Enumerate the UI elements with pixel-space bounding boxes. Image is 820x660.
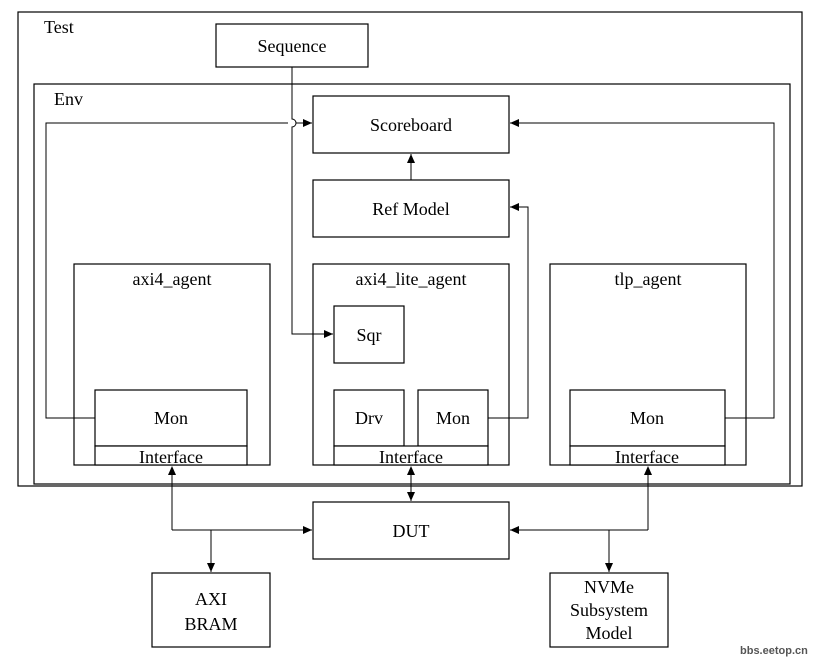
axi4-mon-to-scoreboard-wire <box>45 123 312 419</box>
env-label: Env <box>54 89 83 109</box>
sequence-block <box>215 23 369 68</box>
axi4-interface-block <box>94 445 248 466</box>
test-label: Test <box>44 17 74 37</box>
axi-bram-label-line1: AXI <box>195 589 227 609</box>
axi4-lite-interface-label: Interface <box>379 447 443 467</box>
dut-label: DUT <box>393 521 430 541</box>
axi4-lite-agent-title: axi4_lite_agent <box>356 269 467 289</box>
ref-model-block <box>312 179 510 238</box>
sequence-label: Sequence <box>258 36 327 56</box>
axi4-mon-label: Mon <box>154 408 188 428</box>
ref-model-label: Ref Model <box>372 199 449 219</box>
tlp-agent-title: tlp_agent <box>615 269 682 289</box>
sqr-label: Sqr <box>356 325 381 345</box>
nvme-block <box>549 572 669 648</box>
lite-mon-to-ref-model-wire <box>488 203 529 419</box>
axi4-lite-interface-block <box>333 445 489 466</box>
tlp-interface-label: Interface <box>615 447 679 467</box>
tlp-mon-label: Mon <box>630 408 664 428</box>
tlp-interface-block <box>569 445 726 466</box>
axi-bram-label-line2: BRAM <box>184 614 237 634</box>
axi4-interface-label: Interface <box>139 447 203 467</box>
axi-bram-block <box>151 572 271 648</box>
nvme-label-line3: Model <box>586 623 633 643</box>
axi4-agent-title: axi4_agent <box>133 269 212 289</box>
nvme-label-line1: NVMe <box>584 577 634 597</box>
drv-block <box>333 389 405 447</box>
watermark-text: bbs.eetop.cn <box>740 645 808 657</box>
nvme-label-line2: Subsystem <box>570 600 648 620</box>
scoreboard-label: Scoreboard <box>370 115 452 135</box>
dut-block <box>312 501 510 560</box>
sequence-to-sqr-wire <box>291 67 333 338</box>
drv-label: Drv <box>355 408 383 428</box>
axi4-lite-mon-label: Mon <box>436 408 470 428</box>
sqr-block <box>333 305 405 364</box>
tlp-mon-to-scoreboard-wire <box>510 119 775 419</box>
